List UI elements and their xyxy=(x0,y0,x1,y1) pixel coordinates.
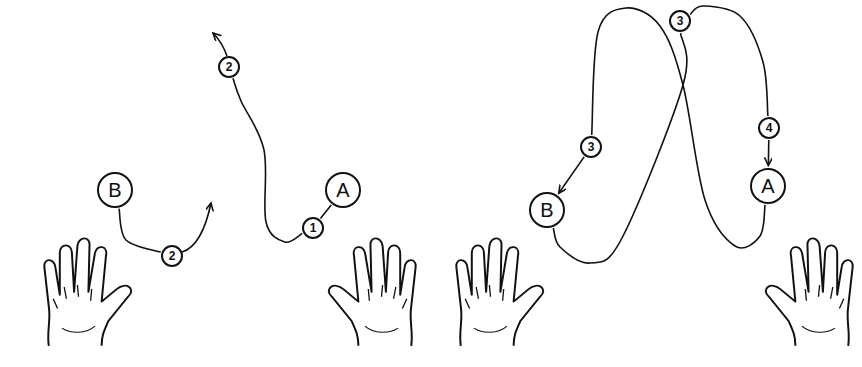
callout-number: 3 xyxy=(588,141,595,153)
ball-letter: B xyxy=(540,200,553,220)
callout-number: 2 xyxy=(169,250,176,262)
throw-number: 3 xyxy=(669,10,691,32)
throw-number: 3 xyxy=(580,136,602,158)
hand xyxy=(329,238,416,345)
ball-letter: A xyxy=(761,176,774,196)
ball-circle: B xyxy=(529,192,565,228)
callout-number: 4 xyxy=(766,122,773,134)
hand xyxy=(456,238,543,345)
callout-number: 3 xyxy=(677,15,684,27)
throw-tail xyxy=(213,33,227,56)
ball-letter: A xyxy=(336,180,349,200)
callout-number: 1 xyxy=(310,222,317,234)
throw-number: 4 xyxy=(758,117,780,139)
throw-number: 2 xyxy=(218,56,240,78)
throw-number: 1 xyxy=(302,217,324,239)
throw-tail xyxy=(182,203,211,252)
throw-number: 2 xyxy=(161,245,183,267)
ball-circle: A xyxy=(325,172,361,208)
hand xyxy=(44,238,131,345)
hand xyxy=(766,238,853,345)
callout-number: 2 xyxy=(226,61,233,73)
throw-path xyxy=(768,140,770,166)
throw-path xyxy=(690,6,768,116)
throw-path xyxy=(553,33,687,263)
throw-path xyxy=(119,209,161,253)
ball-circle: A xyxy=(750,168,786,204)
throw-path xyxy=(592,8,765,248)
throw-path xyxy=(233,78,302,242)
throw-path xyxy=(559,157,584,193)
ball-circle: B xyxy=(97,172,133,208)
throw-path xyxy=(320,205,331,219)
ball-letter: B xyxy=(108,180,121,200)
